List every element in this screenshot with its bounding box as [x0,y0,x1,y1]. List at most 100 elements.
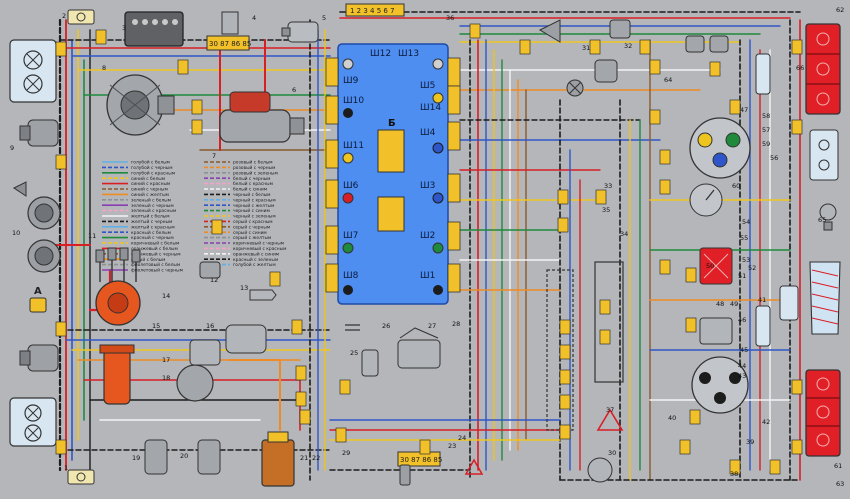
callout-number: 39 [746,438,754,446]
socket-label-left: Ш11 [343,141,364,151]
rear-window-heater [809,261,841,335]
connector-block [177,59,189,75]
connector-block [557,189,569,205]
callout-number: 40 [668,414,676,422]
ignition-coil [99,344,135,405]
socket-label-left: Ш10 [343,96,364,106]
connector-block [685,317,697,333]
callout-number: 35 [602,206,610,214]
connector-block [55,41,67,57]
callout-number: 43 [738,372,746,380]
callout-number: 57 [762,126,770,134]
connector-block [295,391,307,407]
legend-label: черный с желтым [233,202,274,209]
headlight-washer-motor-top [19,119,59,147]
socket-label-right: Ш3 [420,181,435,191]
callout-number: 29 [342,449,350,457]
legend-label: белый с черным [233,175,270,182]
legend-label: оранжевый с белым [131,245,178,252]
cigarette-lighter [399,464,411,486]
callout-number: 23 [448,442,456,450]
legend-label: черный с красным [233,196,276,203]
connector-block [649,59,661,75]
socket-label-left: Ш9 [343,76,359,86]
connector-block [659,179,671,195]
socket-label-right: Ш14 [420,103,441,113]
temperature-sensor [249,289,277,301]
block-connector [447,173,461,203]
brake-fluid-sensor [609,19,631,39]
callout-number: 3 [122,24,126,32]
legend-label: голубой с красным [131,169,175,176]
callout-number: 31 [582,44,590,52]
legend-label: черный с синим [233,207,270,214]
washer-horn [538,19,561,43]
switch-column-left [546,269,574,431]
connector-block [685,267,697,283]
connector-block [419,439,431,455]
callout-number: 2 [62,12,66,20]
rear-side-lamp [779,285,799,321]
central-mounting-block [337,43,449,305]
lamp-interior [755,305,771,347]
fuse-box-small [699,317,733,345]
connector-block [639,39,651,55]
callout-number: 33 [604,182,612,190]
callout-number: 46 [738,316,746,324]
connector-block [191,119,203,135]
callout-number: 22 [312,454,320,462]
callout-number: 18 [162,374,170,382]
battery [124,11,184,47]
connector-block [589,39,601,55]
connector-block [559,424,571,440]
callout-number: 13 [240,284,248,292]
legend-label: желтый с черным [131,218,172,225]
block-connector [325,225,339,255]
legend-label: черный с зеленым [233,213,276,220]
legend-label: серый с красным [233,218,273,225]
lamp-glove-box [755,53,771,95]
callout-number: 6 [292,86,296,94]
heater-motor [225,324,267,354]
callout-number: 14 [162,292,170,300]
callout-number: 32 [624,42,632,50]
callout-number: 60 [732,182,740,190]
signal-horn-small [13,181,27,197]
ignition-lock [587,457,613,483]
legend-label: фиолетовый с белым [131,261,180,268]
horn-top [27,196,61,230]
carburetor-solenoid [144,439,168,475]
connector-block [191,99,203,115]
legend-label: голубой с черным [131,164,173,171]
callout-number: 49 [730,300,738,308]
connector-block [469,23,481,39]
tail-light-top-right [805,23,841,115]
connector-block [729,99,741,115]
callout-number: 1 [64,464,68,472]
callout-number: 5 [322,14,326,22]
block-connector [447,263,461,293]
part-a-connector: А [29,286,47,313]
callout-number: 53 [742,256,750,264]
callout-number: 17 [162,356,170,364]
callout-number: 50 [706,262,714,270]
license-lamp [809,129,839,181]
top-connector: 1 2 3 4 5 6 7 [345,3,405,17]
connector-block [679,439,691,455]
side-lamp-top-left [67,9,95,25]
legend-label: серый с черным [233,223,270,230]
callout-number: 38 [730,470,738,478]
legend-label: голубой с желтым [233,261,276,268]
socket-label-right: Ш2 [420,231,435,241]
oil-pressure-sensor [199,261,221,279]
legend-label: синий с черным [131,186,168,193]
callout-number: 65 [818,216,826,224]
fan-switch [281,21,319,43]
callout-number: 25 [350,349,358,357]
block-connector [447,221,461,251]
callout-number: 26 [382,322,390,330]
legend-label: синий с красным [131,180,170,187]
connector-block [599,329,611,345]
connector-block [335,427,347,443]
